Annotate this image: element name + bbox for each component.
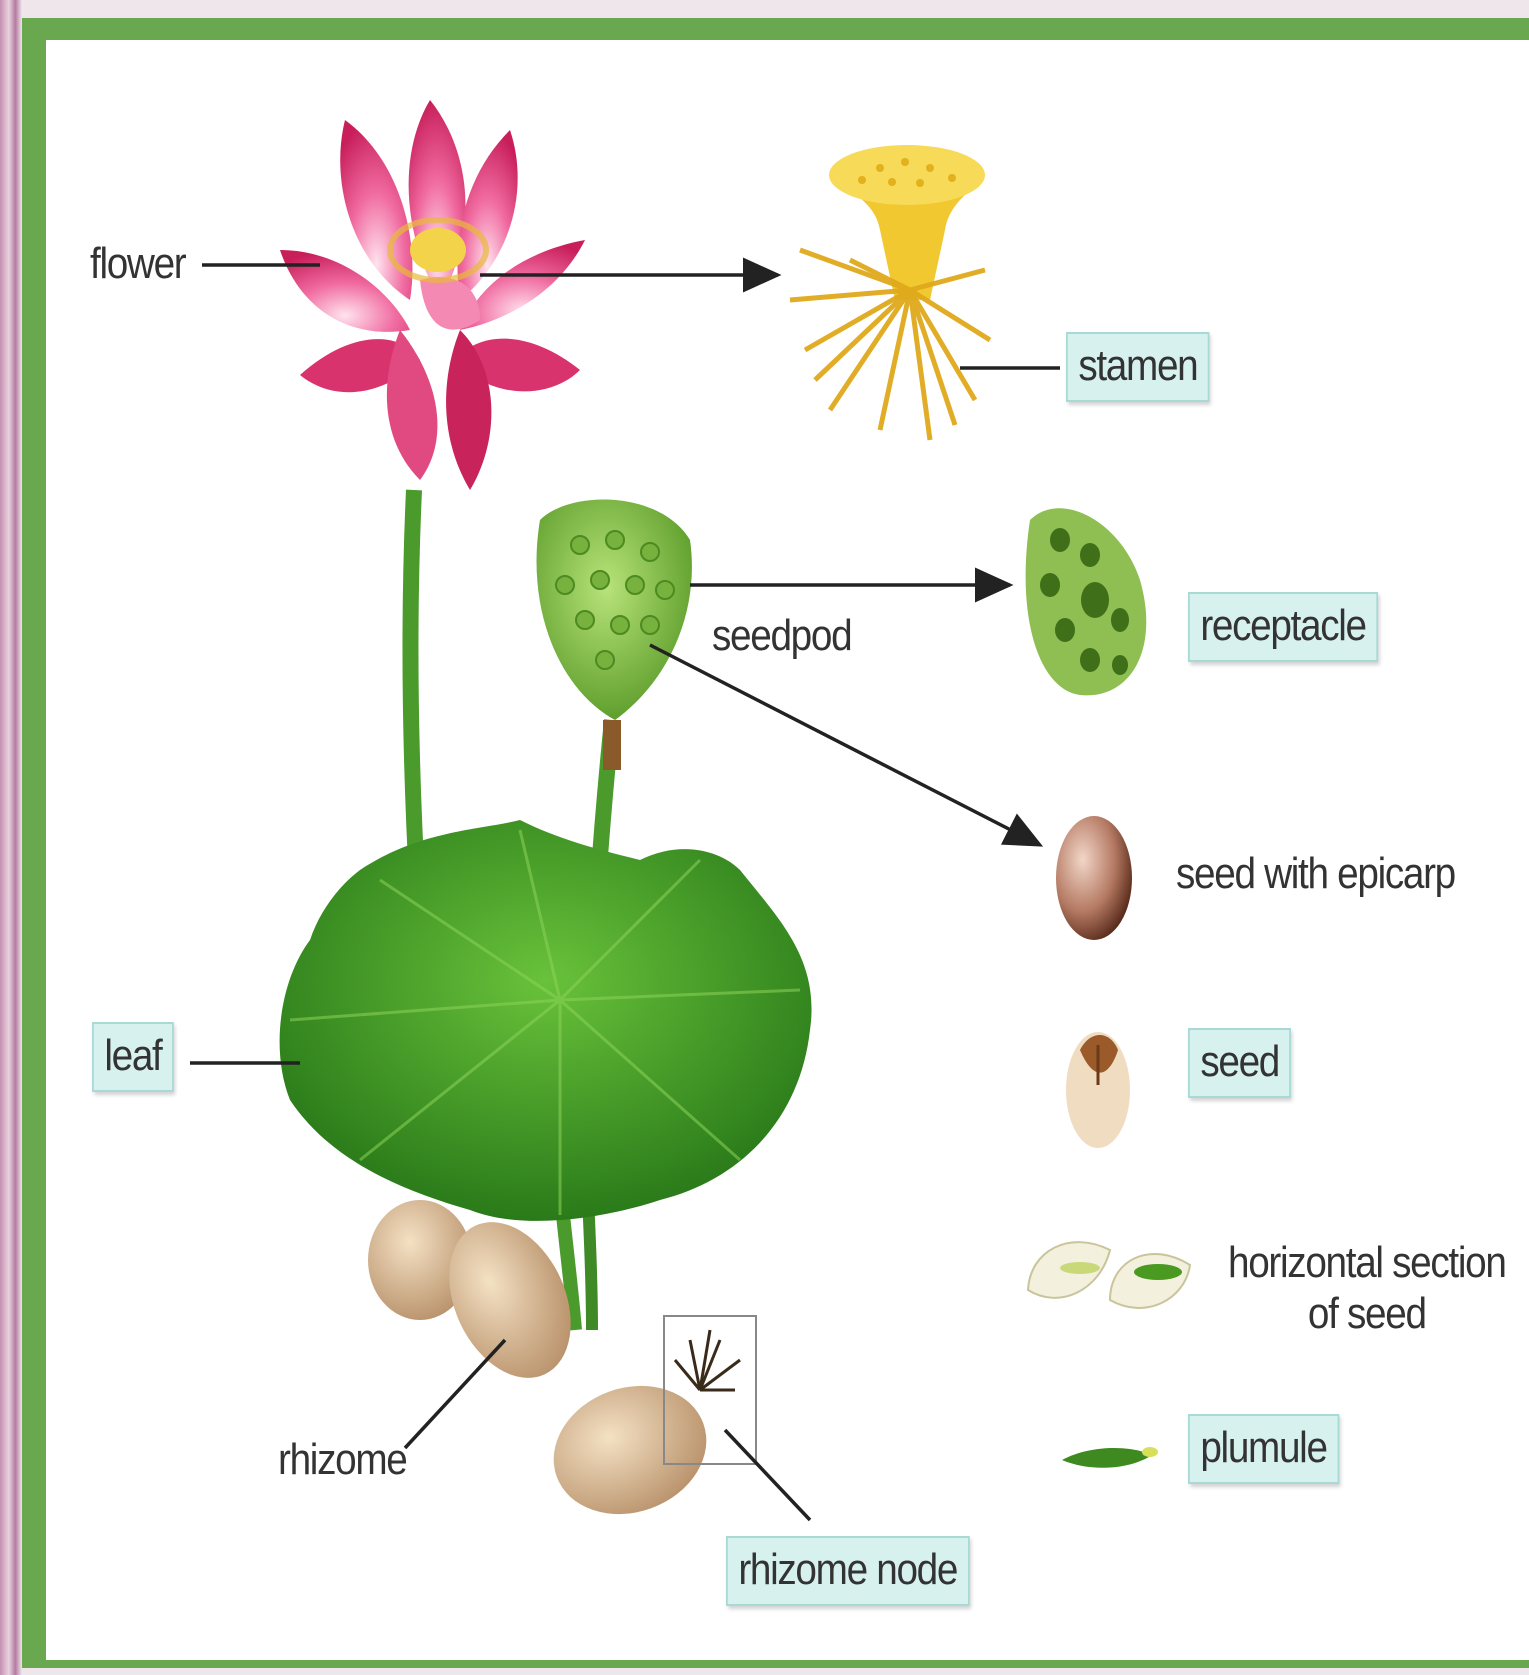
- seed-label: seed: [1188, 1028, 1291, 1098]
- plumule-illustration: [1062, 1448, 1152, 1468]
- lotus-flower: [280, 100, 585, 490]
- receptacle-label: receptacle: [1188, 592, 1378, 662]
- seed-illustration: [1066, 1032, 1130, 1148]
- leaf-label: leaf: [92, 1022, 174, 1092]
- seed-with-epicarp-label: seed with epicarp: [1176, 852, 1455, 896]
- lotus-leaf: [280, 820, 812, 1221]
- seedpod-label: seedpod: [712, 614, 851, 658]
- seed-section-illustration: [1028, 1242, 1190, 1308]
- horizontal-section-label-line1: horizontal section: [1228, 1238, 1506, 1289]
- horizontal-section-label: horizontal section of seed: [1228, 1238, 1506, 1339]
- plumule-label: plumule: [1188, 1414, 1339, 1484]
- flower-label: flower: [90, 242, 185, 286]
- epicarp-seed-illustration: [1056, 816, 1132, 940]
- rhizome-label: rhizome: [278, 1438, 406, 1482]
- rhizome-node-label: rhizome node: [726, 1536, 969, 1606]
- stamen-label: stamen: [1066, 332, 1210, 402]
- horizontal-section-label-line2: of seed: [1228, 1289, 1506, 1340]
- seedpod-illustration: [537, 500, 692, 770]
- stamen-illustration: [790, 145, 990, 440]
- flower-stem: [411, 490, 418, 900]
- receptacle-illustration: [1026, 508, 1147, 695]
